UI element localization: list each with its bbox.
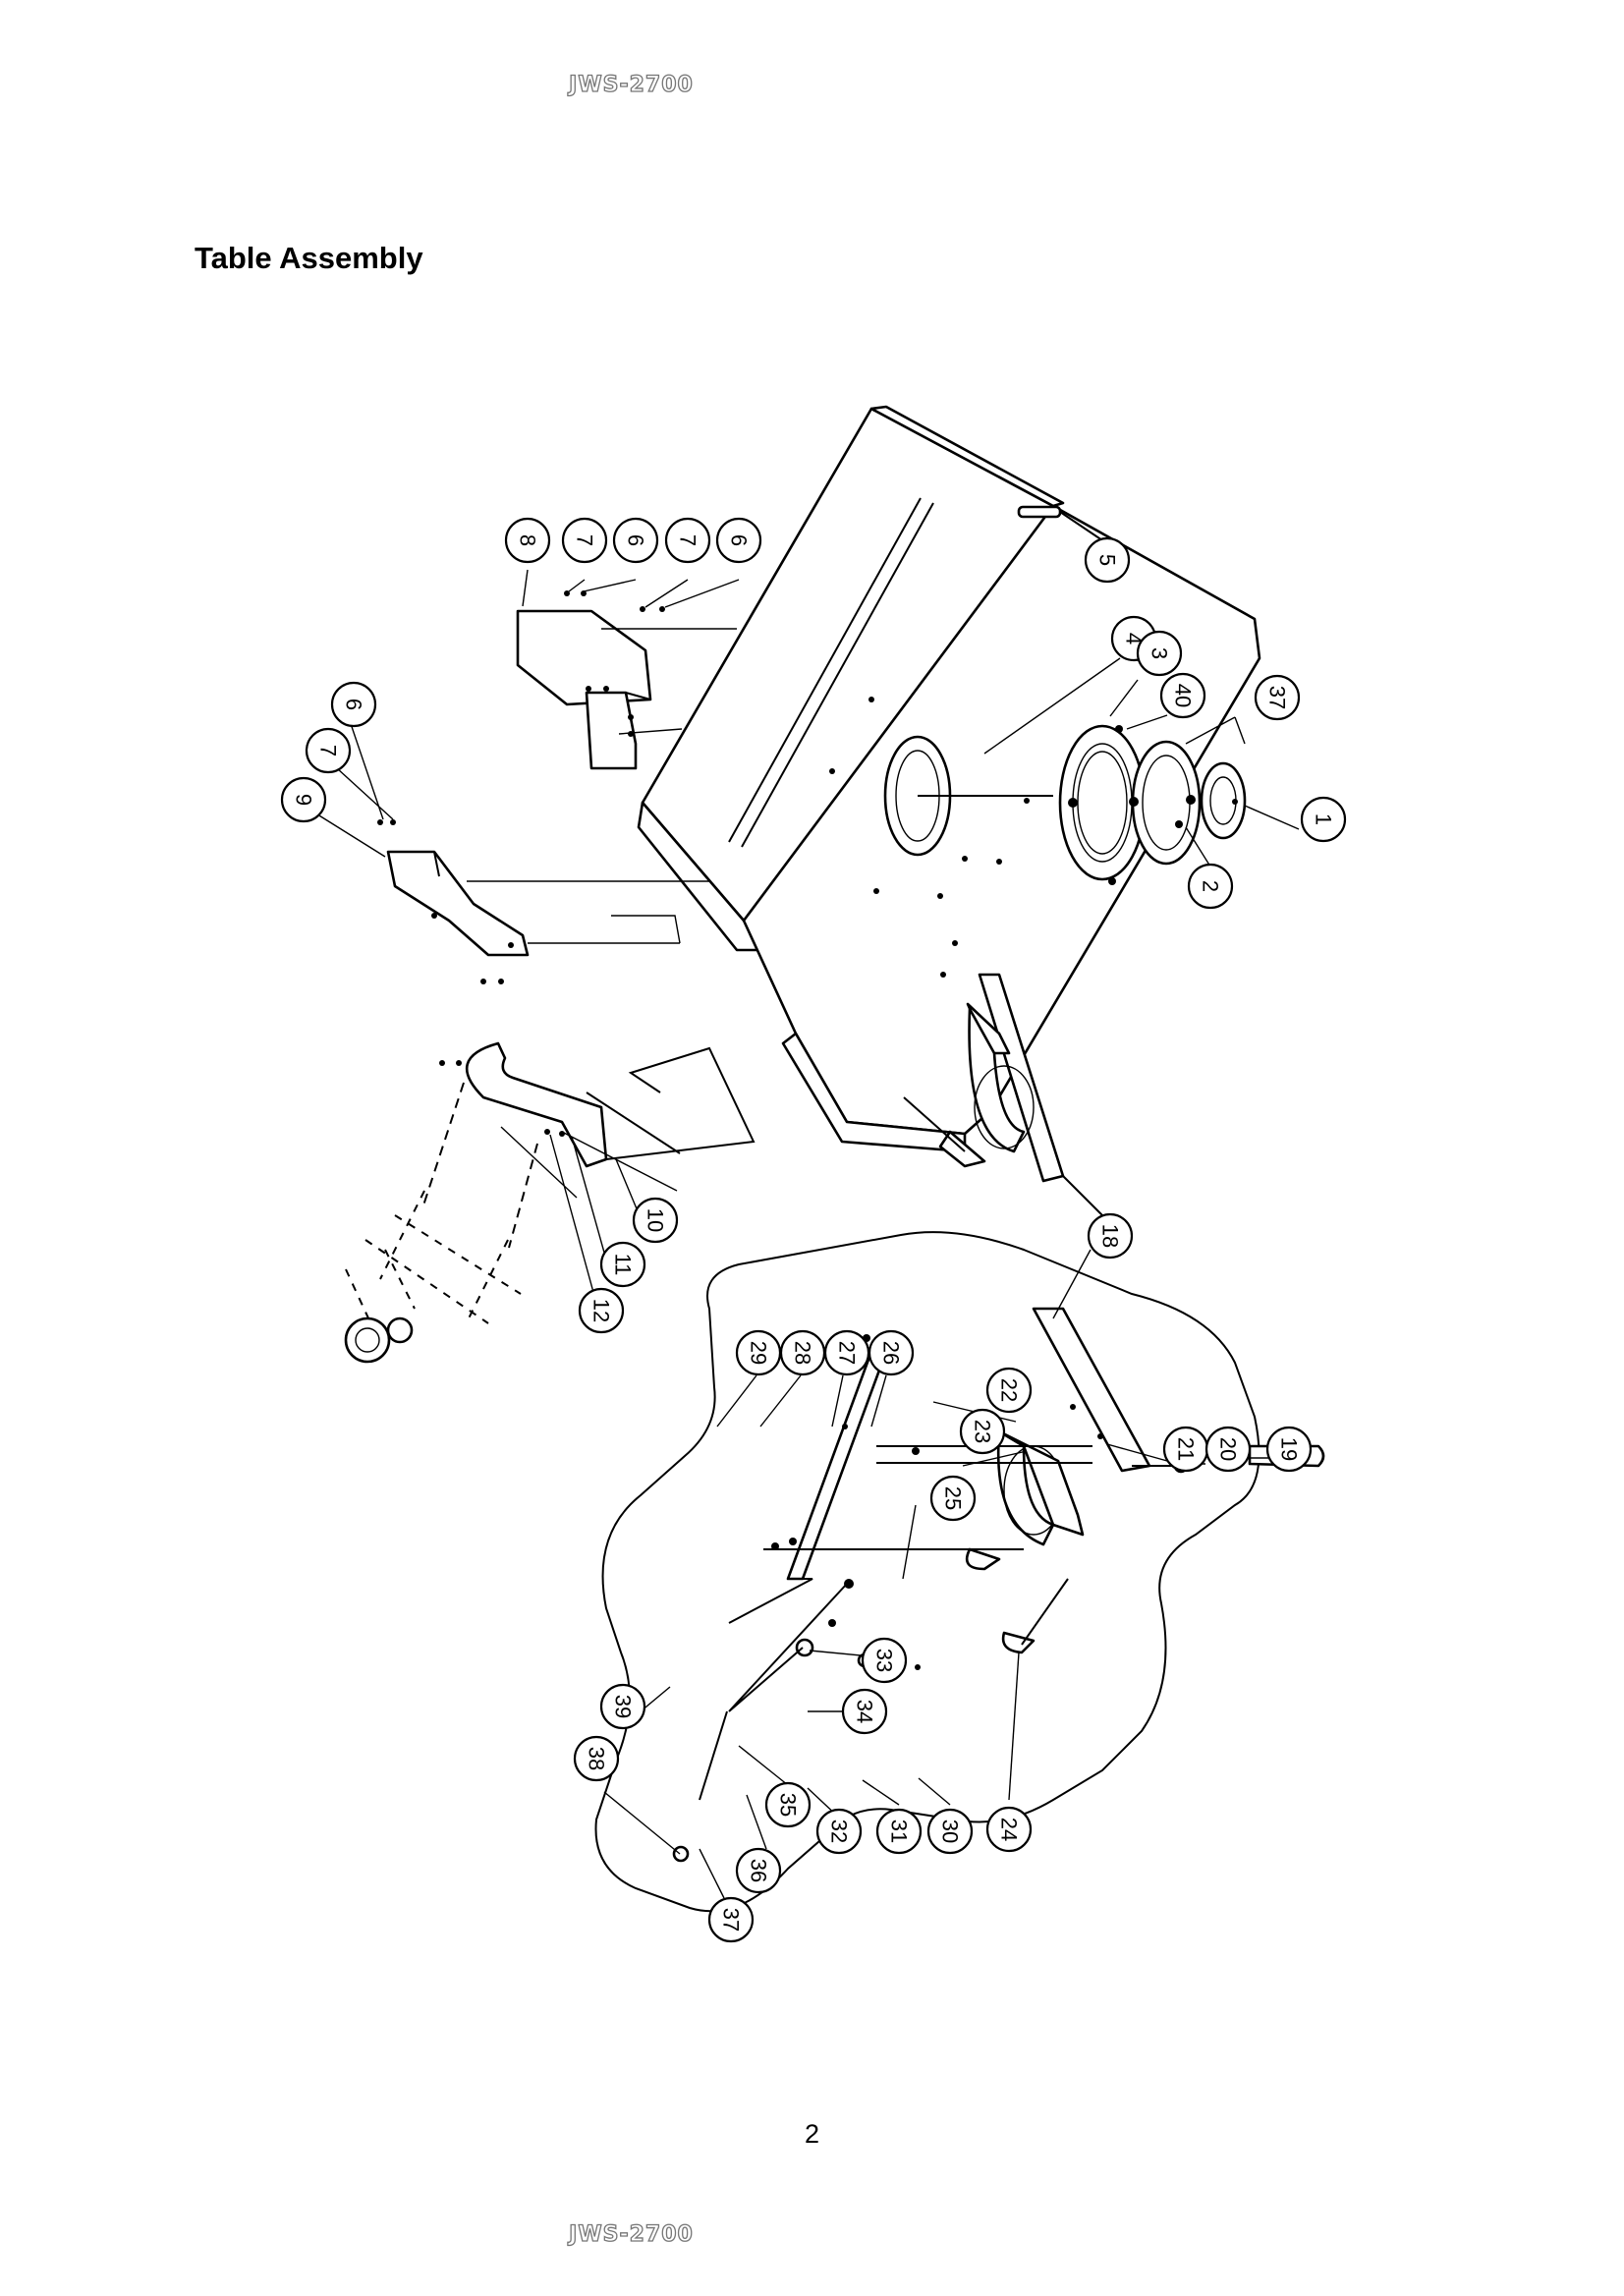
callout-7: 7 <box>561 517 608 564</box>
svg-text:8: 8 <box>516 534 540 546</box>
svg-text:2: 2 <box>1199 880 1223 892</box>
callout-25: 25 <box>929 1475 977 1522</box>
callout-5: 5 <box>1084 536 1131 584</box>
callout-28: 28 <box>779 1329 826 1376</box>
footer-model-mark: JWS-2700 <box>569 2221 694 2247</box>
svg-text:3: 3 <box>1148 647 1172 659</box>
svg-text:22: 22 <box>997 1378 1022 1402</box>
miter-gauge-part <box>903 973 1111 1224</box>
callout-31: 31 <box>875 1808 923 1855</box>
callout-35: 35 <box>764 1781 812 1828</box>
svg-text:29: 29 <box>747 1341 771 1365</box>
svg-text:26: 26 <box>879 1341 904 1365</box>
svg-text:18: 18 <box>1098 1224 1123 1248</box>
callout-6: 6 <box>612 517 659 564</box>
callout-26: 26 <box>868 1329 915 1376</box>
svg-text:21: 21 <box>1174 1437 1199 1461</box>
callout-32: 32 <box>815 1808 863 1855</box>
callout-36: 36 <box>735 1847 782 1894</box>
callout-27: 27 <box>823 1329 870 1376</box>
svg-text:19: 19 <box>1277 1437 1302 1461</box>
svg-text:24: 24 <box>997 1818 1022 1841</box>
callout-2: 2 <box>1187 863 1234 910</box>
svg-text:32: 32 <box>827 1820 852 1843</box>
svg-text:11: 11 <box>611 1254 636 1276</box>
fence-assembly <box>672 1307 1325 1863</box>
svg-text:31: 31 <box>887 1820 912 1843</box>
callout-29: 29 <box>735 1329 782 1376</box>
callout-20: 20 <box>1204 1426 1252 1473</box>
callout-40: 40 <box>1159 672 1206 719</box>
svg-text:40: 40 <box>1171 684 1196 707</box>
svg-text:1: 1 <box>1312 813 1336 825</box>
header-model-mark: JWS-2700 <box>569 72 694 97</box>
callout-34: 34 <box>841 1688 888 1735</box>
svg-text:23: 23 <box>971 1420 995 1443</box>
svg-text:36: 36 <box>747 1859 771 1882</box>
pin-part <box>1017 505 1106 543</box>
svg-text:10: 10 <box>644 1208 668 1232</box>
callout-8: 8 <box>504 517 551 564</box>
callout-21: 21 <box>1162 1426 1209 1473</box>
svg-text:7: 7 <box>676 534 700 546</box>
svg-text:6: 6 <box>342 699 366 710</box>
svg-text:35: 35 <box>776 1793 801 1817</box>
svg-text:9: 9 <box>292 794 316 806</box>
callout-37: 37 <box>707 1896 755 1943</box>
svg-text:39: 39 <box>611 1695 636 1718</box>
insert-rings <box>1058 724 1247 885</box>
callout-9: 9 <box>280 776 327 823</box>
table-top-part <box>637 405 1261 1153</box>
svg-text:28: 28 <box>791 1341 815 1365</box>
callout-23: 23 <box>959 1408 1006 1455</box>
svg-text:7: 7 <box>316 745 341 756</box>
svg-text:37: 37 <box>1265 686 1290 709</box>
svg-text:37: 37 <box>719 1908 744 1932</box>
callout-22: 22 <box>985 1367 1033 1414</box>
svg-text:5: 5 <box>1095 554 1120 566</box>
callout-19: 19 <box>1265 1426 1313 1473</box>
callout-6: 6 <box>330 681 377 728</box>
callout-10: 10 <box>632 1197 679 1244</box>
svg-text:25: 25 <box>941 1486 966 1510</box>
svg-text:33: 33 <box>872 1649 897 1672</box>
handle-and-motor <box>344 1041 756 1364</box>
svg-text:12: 12 <box>589 1299 614 1322</box>
svg-text:6: 6 <box>727 534 752 546</box>
svg-text:27: 27 <box>835 1341 860 1365</box>
front-bracket-part <box>516 590 737 770</box>
rear-bracket-part <box>377 819 709 984</box>
callout-bubbles: 8 7 6 7 6 5 4 3 40 37 1 2 6 7 9 10 11 12… <box>280 517 1347 1943</box>
callout-37: 37 <box>1254 674 1301 721</box>
callout-38: 38 <box>573 1735 620 1782</box>
svg-text:20: 20 <box>1216 1437 1241 1461</box>
callout-7: 7 <box>305 727 352 774</box>
callout-3: 3 <box>1136 630 1183 677</box>
callout-11: 11 <box>599 1241 646 1288</box>
callout-30: 30 <box>926 1808 974 1855</box>
detail-group-outline <box>594 1231 1260 1913</box>
callout-7: 7 <box>664 517 711 564</box>
svg-text:34: 34 <box>853 1700 877 1723</box>
callout-18: 18 <box>1087 1212 1134 1260</box>
section-title: Table Assembly <box>195 241 423 275</box>
callout-33: 33 <box>861 1637 908 1684</box>
callout-12: 12 <box>578 1287 625 1334</box>
svg-text:7: 7 <box>573 534 597 546</box>
svg-text:30: 30 <box>938 1820 963 1843</box>
callout-24: 24 <box>985 1806 1033 1853</box>
svg-text:6: 6 <box>624 534 648 546</box>
svg-text:38: 38 <box>585 1747 609 1770</box>
callout-6: 6 <box>715 517 762 564</box>
page-number: 2 <box>804 2119 820 2149</box>
callout-1: 1 <box>1300 796 1347 843</box>
callout-39: 39 <box>599 1683 646 1730</box>
exploded-parts-diagram: 8 7 6 7 6 5 4 3 40 37 1 2 6 7 9 10 11 12… <box>280 405 1347 1943</box>
